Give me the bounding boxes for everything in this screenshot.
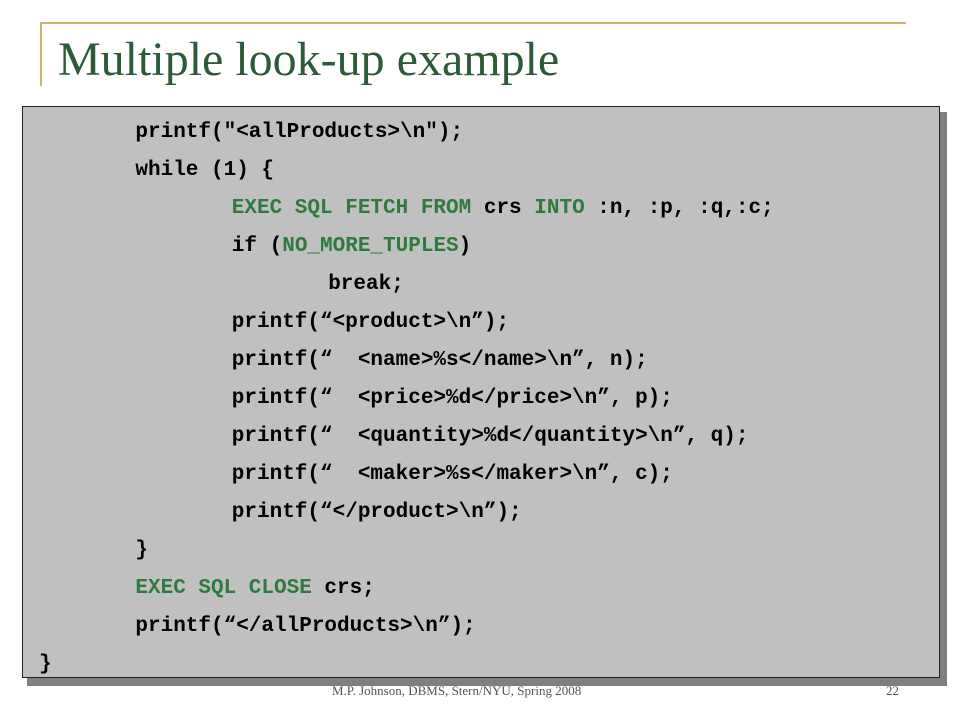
code-line: printf(“</allProducts>\n”); [135,609,475,645]
sql-keyword: NO_MORE_TUPLES [282,235,459,258]
page-number: 22 [886,683,899,698]
code-line: EXEC SQL CLOSE crs; [135,571,374,607]
code-line: printf(“ <price>%d</price>\n”, p); [232,381,673,417]
code-text: if ( [231,235,283,258]
sql-keyword: EXEC SQL CLOSE [135,577,312,600]
code-text: printf(“<product>\n”); [231,311,510,334]
code-text: ) [458,235,472,258]
code-text: printf(“</allProducts>\n”); [135,615,476,638]
code-text: } [39,653,52,676]
code-text: printf("<allProducts>\n"); [135,121,464,144]
code-line: while (1) { [135,153,274,189]
code-box: printf("<allProducts>\n"); while (1) { EXE… [22,106,940,678]
code-line: printf(“</product>\n”); [232,495,522,531]
code-line: printf(“ <quantity>%d</quantity>\n”, q); [232,419,749,455]
code-line: break; [328,267,404,303]
frame-top-rule [40,22,906,24]
code-line: EXEC SQL FETCH FROM crs INTO :n, :p, :q,… [232,191,774,227]
code-text: printf(“ <name>%s</name>\n”, n); [231,349,648,372]
code-text: while (1) { [135,159,275,182]
code-text: } [135,539,148,562]
code-text: crs [471,197,535,220]
code-line: printf(“ <maker>%s</maker>\n”, c); [232,457,673,493]
code-text: printf(“ <price>%d</price>\n”, p); [231,387,673,410]
sql-keyword: INTO [534,197,585,220]
code-line: printf(“ <name>%s</name>\n”, n); [232,343,648,379]
slide-title: Multiple look-up example [58,33,560,86]
code-text: printf(“ <quantity>%d</quantity>\n”, q); [231,425,749,448]
code-text: crs; [311,577,375,600]
code-text: printf(“ <maker>%s</maker>\n”, c); [231,463,673,486]
sql-keyword: EXEC SQL FETCH FROM [231,197,472,220]
code-text: :n, :p, :q,:c; [584,197,774,220]
code-line: printf(“<product>\n”); [232,305,509,341]
code-line: } [39,647,52,683]
footer-author: M.P. Johnson, DBMS, Stern/NYU, Spring 20… [332,683,582,698]
code-line: if (NO_MORE_TUPLES) [232,229,471,265]
code-text: printf(“</product>\n”); [231,501,522,524]
code-line: printf("<allProducts>\n"); [135,115,463,151]
frame-left-rule [40,22,42,86]
code-text: break; [328,273,404,296]
code-line: } [135,533,148,569]
